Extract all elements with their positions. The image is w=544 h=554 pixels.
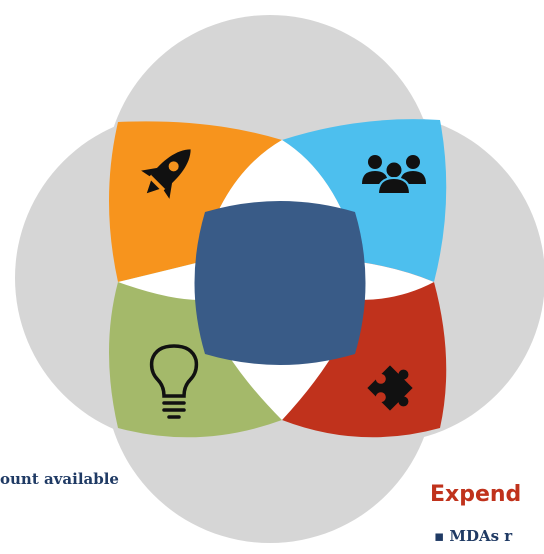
- right-column-bullet: ▪ MDAs r: [434, 527, 513, 545]
- right-column-heading: Expend: [430, 482, 522, 507]
- petal-bottom-left: [109, 262, 282, 438]
- petal-top-left: [109, 121, 282, 282]
- team-icon: [362, 155, 426, 195]
- puzzle-icon: [367, 365, 413, 411]
- center-square: [194, 201, 366, 365]
- rocket-icon: [141, 149, 191, 199]
- left-column-text: ount available: [0, 470, 119, 488]
- petal-top-right: [282, 119, 447, 282]
- lightbulb-icon: [149, 344, 199, 419]
